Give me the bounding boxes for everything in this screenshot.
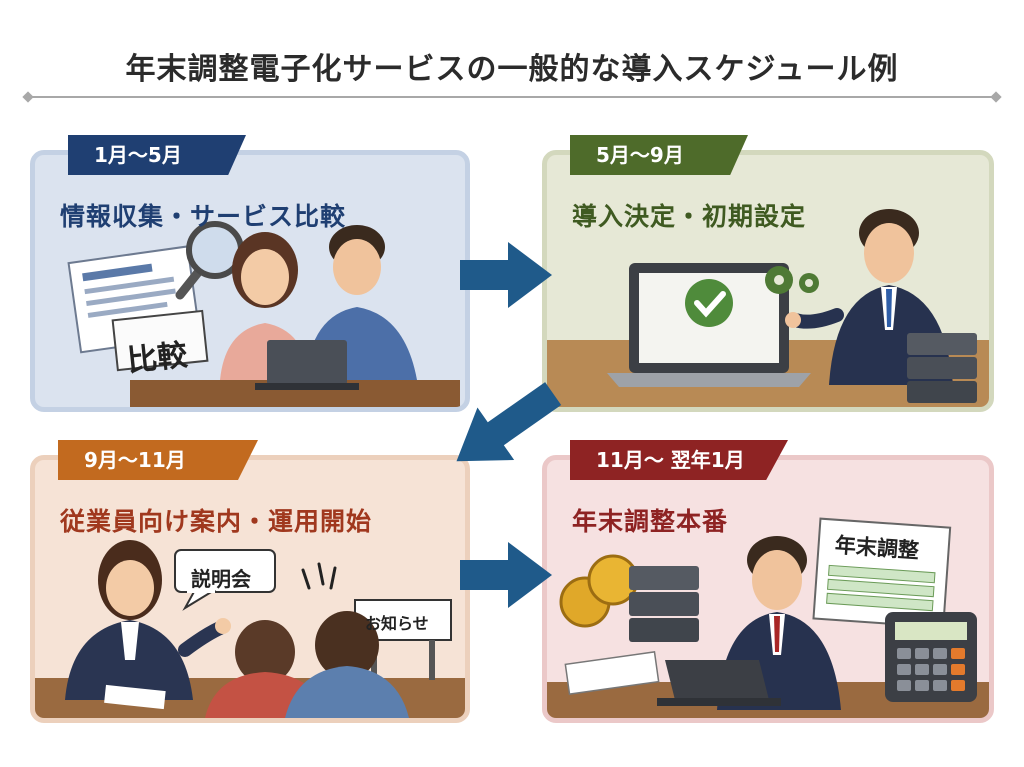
phase-title-3: 従業員向け案内・運用開始 (60, 507, 373, 536)
title-divider (28, 96, 996, 98)
presenter-woman-figure (65, 540, 231, 700)
magnifier-icon (175, 221, 244, 300)
laptop-icon (657, 660, 781, 706)
speech-bubble-text: 説明会 (191, 567, 251, 591)
notice-board-text: お知らせ (365, 614, 429, 633)
arrow-right-icon (460, 242, 552, 308)
phase-title-1: 情報収集・サービス比較 (60, 202, 347, 231)
server-icon (907, 333, 977, 403)
arrow-right-icon (460, 542, 552, 608)
phase-title-2: 導入決定・初期設定 (572, 202, 807, 231)
period-tag-4: 11月～ 翌年1月 (570, 440, 788, 480)
phase-card-rollout: 説明会 お知らせ (30, 455, 470, 723)
yen-coin-icon (559, 554, 639, 628)
employee-figure (285, 611, 409, 718)
accountant-man-figure (717, 536, 841, 710)
year-end-document-title: 年末調整 (834, 533, 920, 563)
comparison-label: 比較 (125, 337, 190, 380)
phase-card-year-end-adjustment: 年末調整 (542, 455, 994, 723)
page-title: 年末調整電子化サービスの一般的な導入スケジュール例 (125, 52, 899, 87)
laptop-icon (255, 340, 359, 390)
period-tag-2: 5月～9月 (570, 135, 748, 175)
year-end-document (812, 517, 952, 629)
rollout-scene-illustration (35, 540, 465, 718)
phase-title-4: 年末調整本番 (572, 507, 729, 536)
phase-card-setup (542, 150, 994, 412)
server-icon (629, 566, 699, 642)
comparison-scene-illustration (67, 221, 460, 407)
period-tag-3: 9月～11月 (58, 440, 258, 480)
period-tag-1: 1月～5月 (68, 135, 246, 175)
calculator-icon (885, 612, 977, 702)
check-icon (685, 279, 733, 327)
emphasis-marks (301, 562, 337, 590)
speech-bubble (174, 549, 276, 611)
papers-icon (564, 651, 660, 695)
gear-icon (765, 266, 819, 294)
phase-card-information-gathering: 比較 (30, 150, 470, 412)
year-end-scene-illustration (547, 517, 989, 718)
setup-scene-illustration (547, 209, 989, 407)
arrow-down-left-icon (456, 382, 562, 462)
